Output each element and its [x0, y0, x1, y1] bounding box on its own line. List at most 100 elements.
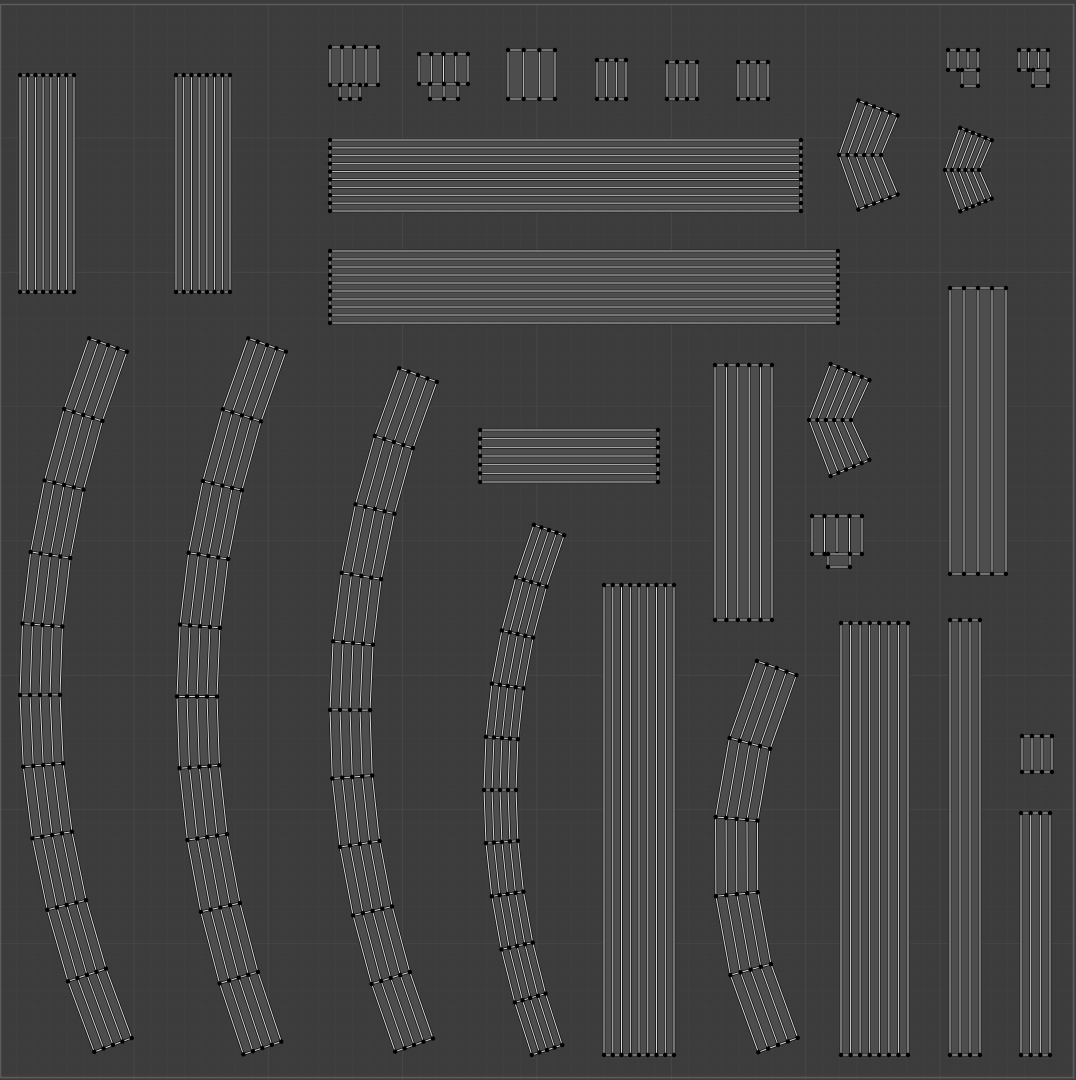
uv-vertex[interactable]: [499, 947, 504, 952]
uv-vertex[interactable]: [489, 787, 495, 793]
uv-vertex[interactable]: [430, 1036, 436, 1041]
uv-vertex[interactable]: [896, 1052, 901, 1058]
uv-vertex[interactable]: [886, 1052, 892, 1058]
uv-vertex[interactable]: [859, 513, 865, 519]
uv-vertex[interactable]: [975, 47, 981, 53]
uv-vertex[interactable]: [64, 902, 69, 908]
uv-vertex[interactable]: [758, 617, 763, 623]
uv-vertex[interactable]: [382, 509, 387, 514]
uv-vertex[interactable]: [212, 72, 217, 78]
uv-vertex[interactable]: [71, 409, 76, 415]
uv-vertex[interactable]: [712, 362, 718, 368]
uv-vertex[interactable]: [37, 692, 43, 698]
uv-vertex[interactable]: [684, 59, 690, 65]
uv-vertex[interactable]: [360, 774, 365, 779]
uv-vertex[interactable]: [210, 481, 215, 486]
uv-vertex[interactable]: [56, 289, 61, 295]
uv-vertex[interactable]: [515, 631, 520, 637]
uv-vertex[interactable]: [655, 479, 661, 485]
uv-vertex[interactable]: [129, 1035, 134, 1041]
uv-vertex[interactable]: [441, 81, 447, 87]
uv-vertex[interactable]: [31, 763, 36, 769]
uv-vertex[interactable]: [1039, 769, 1045, 775]
uv-vertex[interactable]: [655, 436, 661, 441]
uv-vertex[interactable]: [347, 707, 353, 713]
uv-vertex[interactable]: [847, 564, 853, 570]
uv-vertex[interactable]: [835, 272, 841, 278]
uv-vertex[interactable]: [84, 972, 90, 978]
uv-vertex[interactable]: [983, 199, 988, 204]
uv-vertex[interactable]: [174, 694, 180, 699]
island-beam-2[interactable]: [327, 248, 841, 326]
uv-vertex[interactable]: [327, 177, 333, 182]
uv-vertex[interactable]: [859, 460, 864, 466]
uv-vertex[interactable]: [887, 195, 892, 200]
uv-vertex[interactable]: [217, 763, 222, 768]
uv-vertex[interactable]: [416, 81, 422, 87]
uv-vertex[interactable]: [798, 161, 804, 166]
uv-vertex[interactable]: [375, 82, 381, 88]
uv-vertex[interactable]: [836, 364, 841, 370]
uv-vertex[interactable]: [378, 577, 384, 582]
uv-vertex[interactable]: [955, 67, 961, 73]
uv-vertex[interactable]: [835, 264, 841, 270]
uv-vertex[interactable]: [1003, 285, 1009, 291]
uv-vertex[interactable]: [745, 891, 750, 896]
uv-vertex[interactable]: [520, 998, 525, 1003]
uv-vertex[interactable]: [367, 707, 373, 713]
uv-vertex[interactable]: [853, 152, 858, 158]
uv-vertex[interactable]: [103, 966, 109, 971]
uv-vertex[interactable]: [967, 1052, 973, 1058]
uv-vertex[interactable]: [798, 200, 804, 206]
uv-vertex[interactable]: [51, 761, 56, 767]
uv-vertex[interactable]: [619, 1052, 624, 1058]
uv-vertex[interactable]: [237, 900, 243, 906]
uv-vertex[interactable]: [645, 582, 650, 588]
uv-vertex[interactable]: [477, 436, 483, 441]
uv-vertex[interactable]: [236, 975, 241, 980]
uv-vertex[interactable]: [529, 579, 534, 585]
uv-vertex[interactable]: [347, 843, 353, 848]
uv-vertex[interactable]: [505, 47, 511, 53]
uv-vertex[interactable]: [427, 81, 433, 87]
island-curve-3[interactable]: [327, 366, 440, 1054]
uv-vertex[interactable]: [748, 967, 753, 972]
uv-vertex[interactable]: [477, 427, 483, 433]
uv-vertex[interactable]: [785, 1039, 791, 1044]
uv-vertex[interactable]: [1018, 1052, 1024, 1058]
uv-vertex[interactable]: [723, 815, 729, 821]
uv-vertex[interactable]: [83, 897, 89, 903]
uv-vertex[interactable]: [120, 1039, 125, 1044]
uv-vertex[interactable]: [989, 137, 995, 143]
uv-vertex[interactable]: [406, 369, 411, 374]
island-curve-2[interactable]: [174, 336, 289, 1057]
uv-vertex[interactable]: [327, 153, 333, 158]
uv-vertex[interactable]: [258, 419, 264, 424]
uv-vertex[interactable]: [68, 555, 73, 561]
uv-vertex[interactable]: [229, 485, 235, 491]
uv-vertex[interactable]: [50, 623, 55, 628]
uv-vertex[interactable]: [389, 904, 395, 909]
uv-vertex[interactable]: [734, 892, 740, 897]
uv-vertex[interactable]: [871, 104, 877, 109]
uv-vertex[interactable]: [327, 169, 333, 174]
uv-vertex[interactable]: [283, 349, 289, 354]
uv-vertex[interactable]: [867, 1052, 872, 1058]
uv-vertex[interactable]: [809, 551, 815, 557]
island-column-3[interactable]: [838, 620, 911, 1058]
uv-vertex[interactable]: [947, 571, 953, 577]
uv-vertex[interactable]: [848, 1052, 853, 1058]
uv-vertex[interactable]: [505, 96, 511, 102]
uv-vertex[interactable]: [537, 96, 542, 102]
uv-vertex[interactable]: [375, 44, 381, 50]
uv-vertex[interactable]: [194, 694, 200, 699]
uv-vertex[interactable]: [961, 571, 967, 577]
uv-vertex[interactable]: [655, 453, 661, 459]
uv-vertex[interactable]: [970, 167, 975, 173]
uv-vertex[interactable]: [75, 975, 80, 981]
uv-vertex[interactable]: [230, 410, 235, 415]
uv-vertex[interactable]: [477, 471, 483, 476]
uv-vertex[interactable]: [100, 418, 105, 424]
uv-vertex[interactable]: [249, 416, 254, 421]
